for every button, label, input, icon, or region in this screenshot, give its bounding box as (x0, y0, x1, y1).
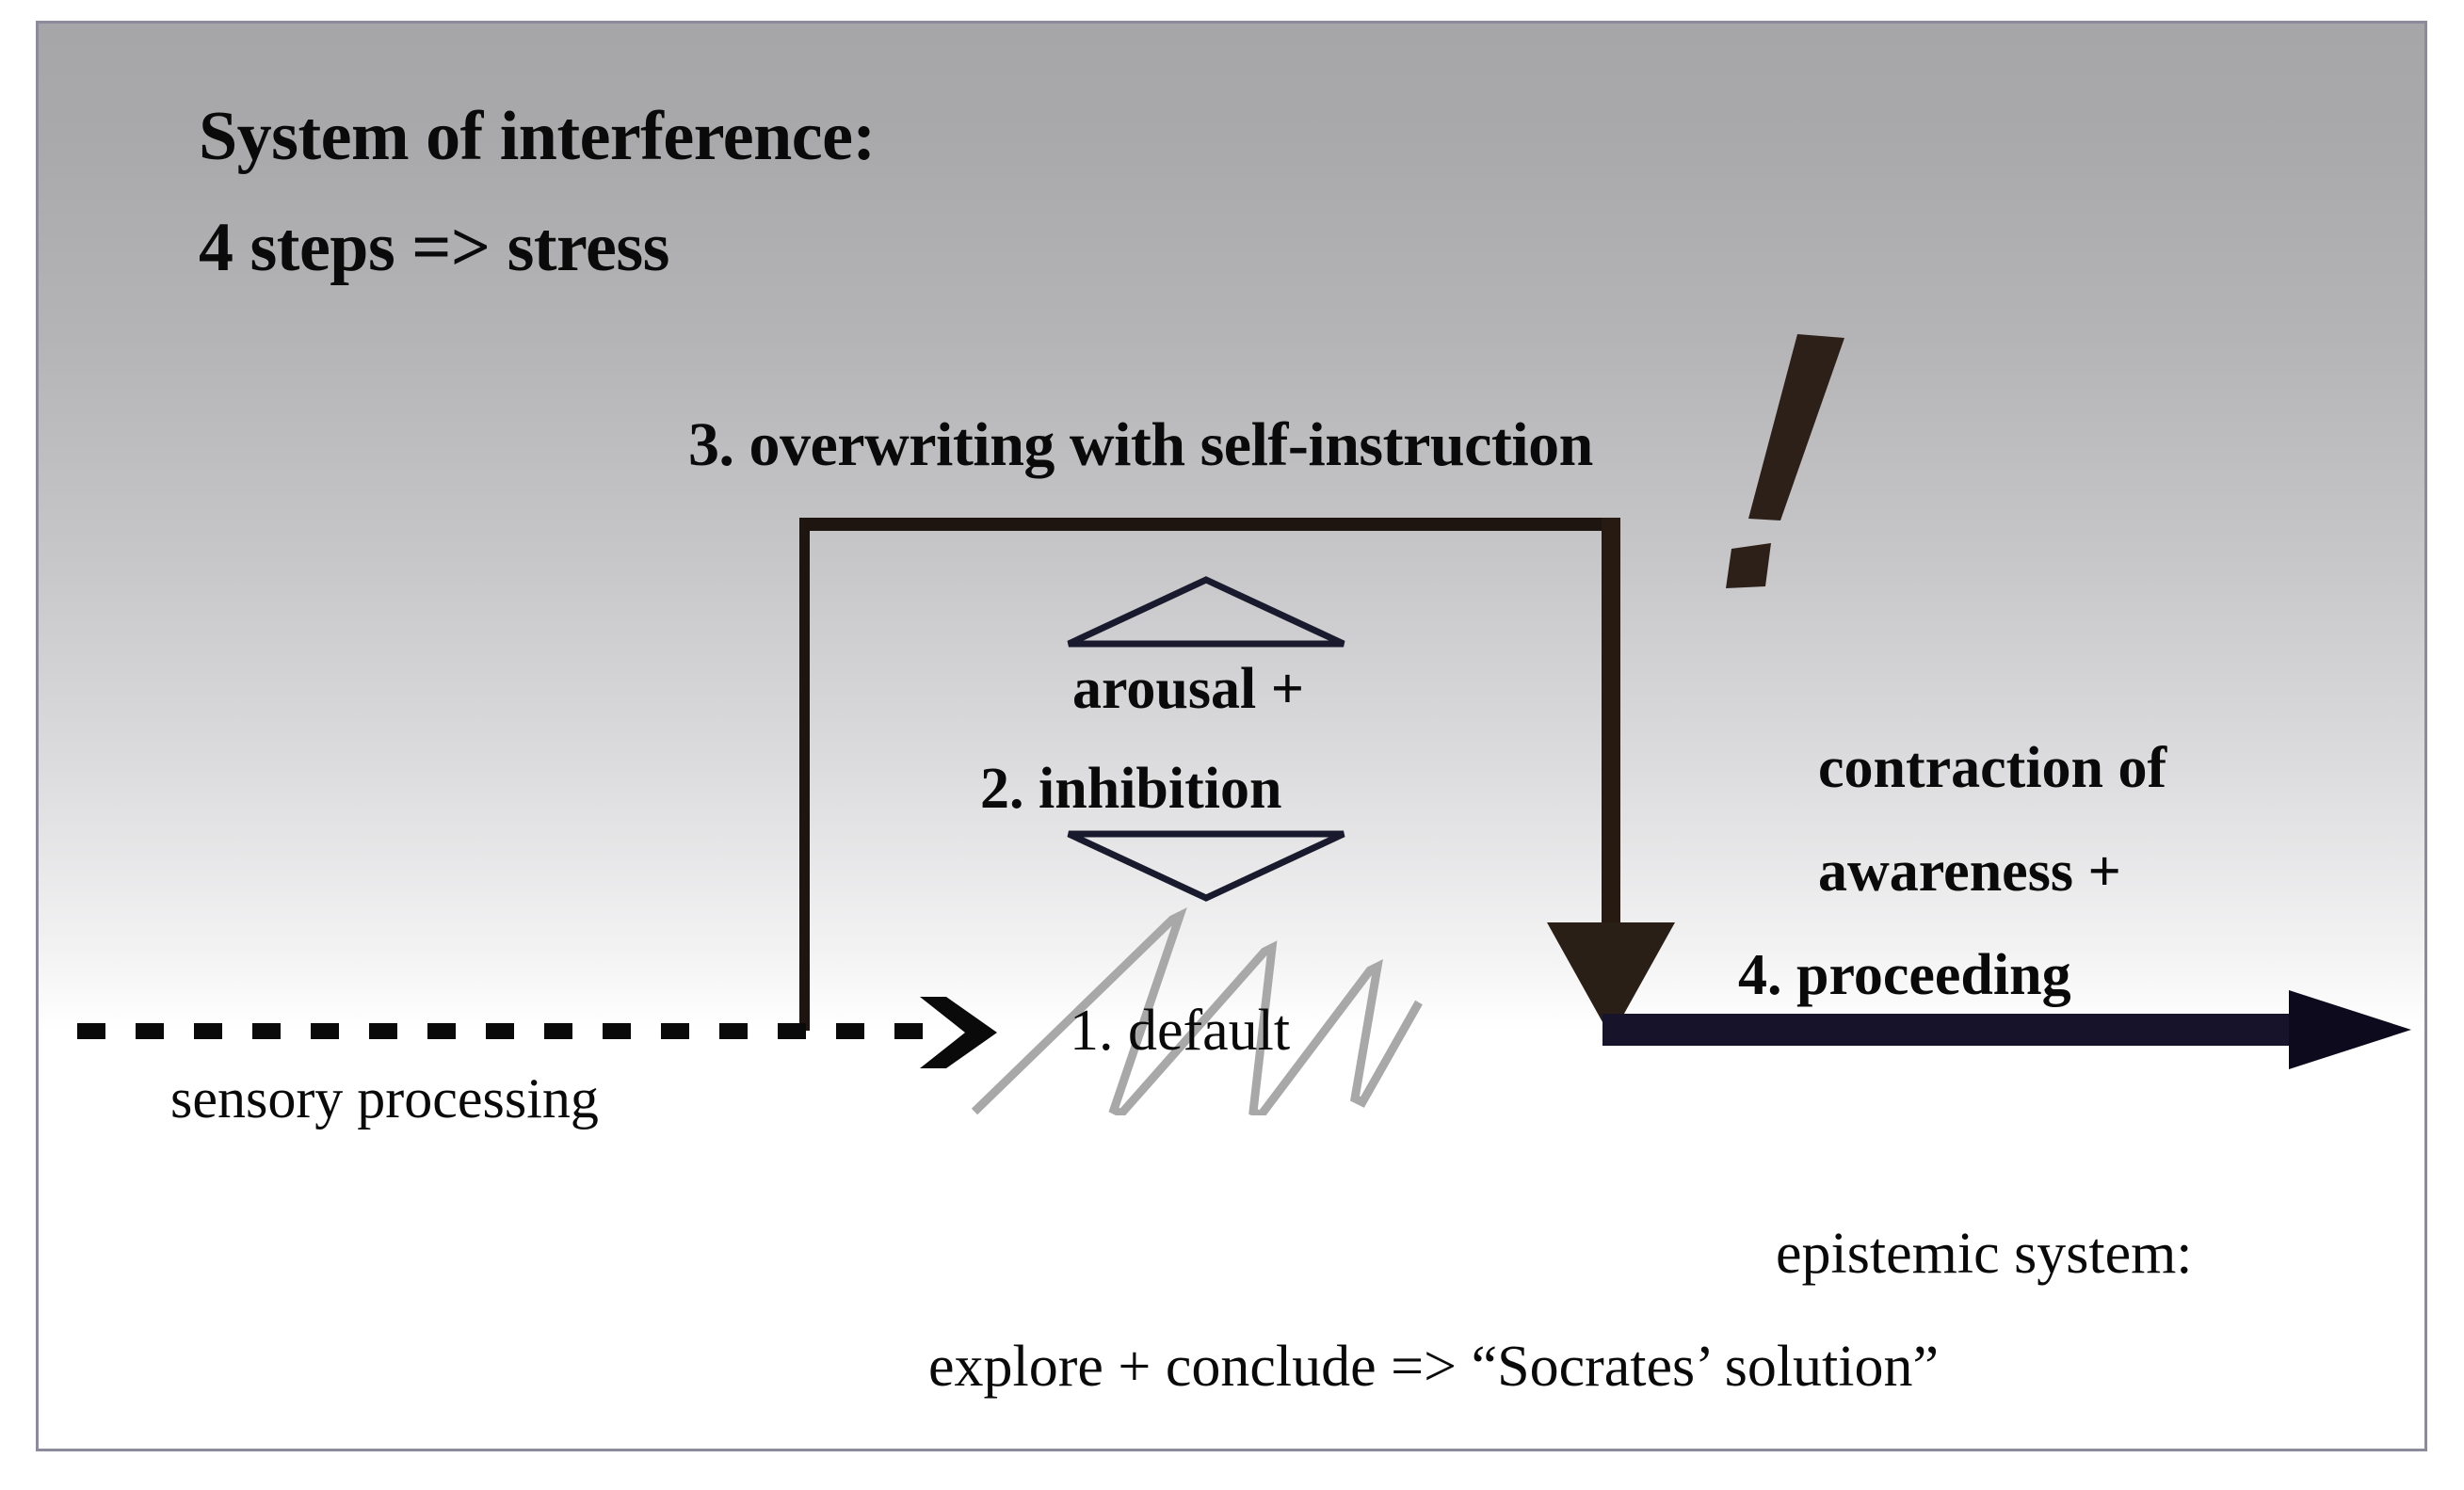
epistemic-system-label: epistemic system: (1776, 1222, 2193, 1286)
step-3-label: 3. overwriting with self-instruction (688, 410, 1593, 479)
diagram-panel: System of interference: 4 steps => stres… (36, 21, 2427, 1451)
arousal-label: arousal + (1072, 657, 1305, 721)
awareness-label: awareness + (1818, 840, 2121, 904)
bracket-left-segment (799, 518, 810, 1031)
exclamation-mark-icon (1726, 334, 1844, 588)
triangle-down-icon (1067, 830, 1345, 902)
page-title-line-2: 4 steps => stress (199, 209, 669, 286)
socrates-solution-label: explore + conclude => “Socrates’ solutio… (928, 1335, 1940, 1399)
sensory-processing-label: sensory processing (170, 1067, 599, 1130)
triangle-up-icon (1067, 576, 1345, 648)
page-title-line-1: System of interference: (199, 98, 876, 175)
contraction-of-label: contraction of (1818, 736, 2167, 800)
zigzag-icon (971, 907, 1423, 1115)
step-1-label: 1. default (1070, 999, 1291, 1063)
dashed-right-arrow-icon (920, 997, 997, 1068)
bracket-top-segment (799, 518, 1620, 531)
right-arrow-icon (2289, 990, 2411, 1069)
step-2-label: 2. inhibition (980, 757, 1282, 821)
right-arrow-shaft (1602, 1014, 2299, 1046)
sensory-dashed-line (77, 1023, 925, 1039)
step-4-label: 4. proceeding (1738, 943, 2071, 1007)
bracket-right-segment (1602, 518, 1620, 932)
